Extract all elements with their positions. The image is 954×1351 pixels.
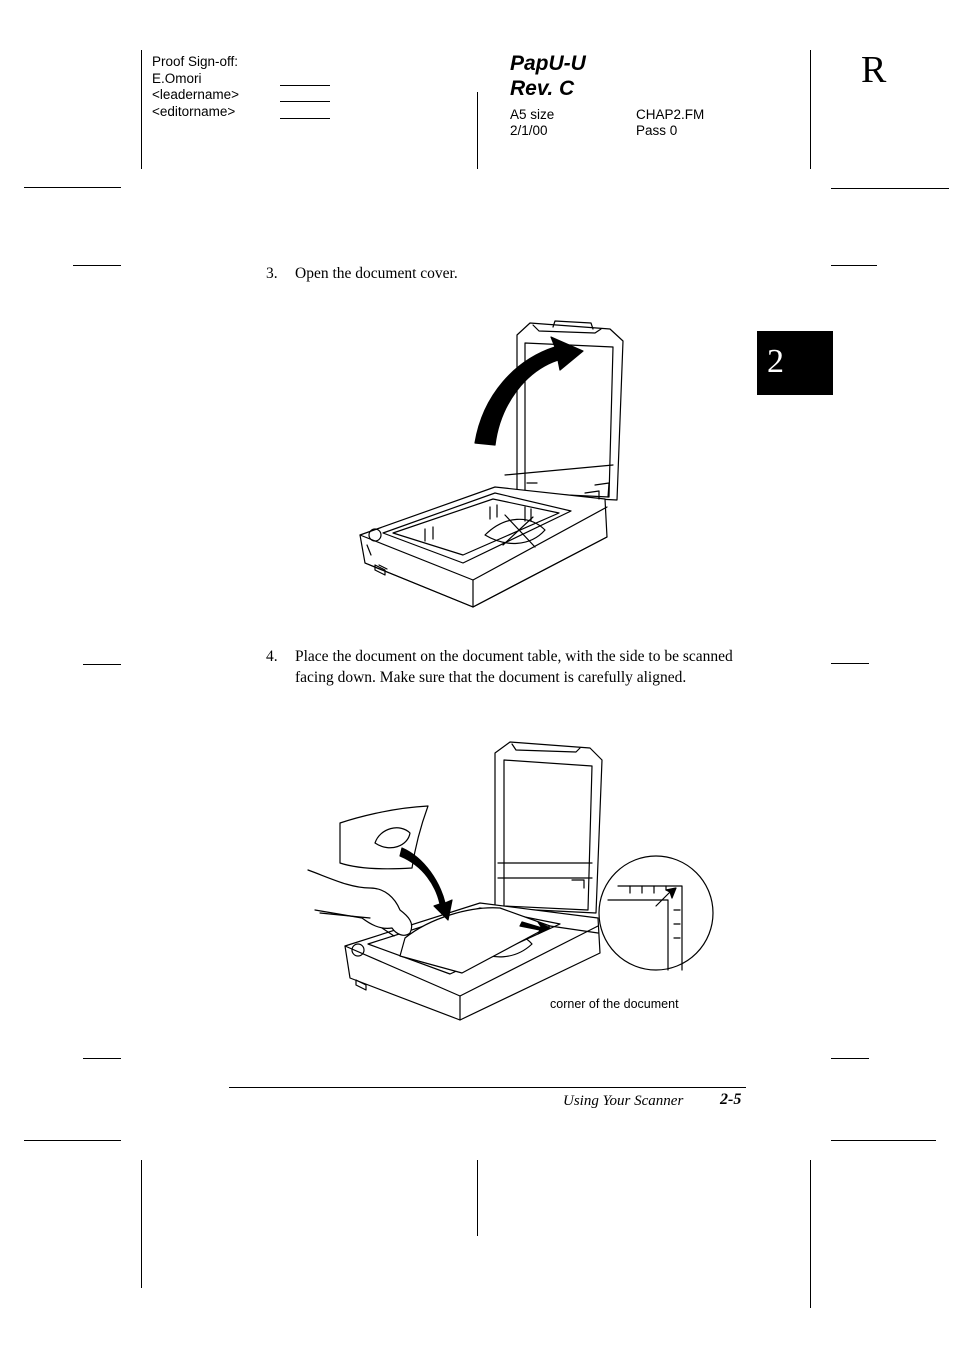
document-sheet [400,908,550,973]
footer-title: Using Your Scanner [563,1093,684,1109]
scanner-lid [505,321,623,500]
crop-mark [831,1058,869,1059]
step-text: Open the document cover. [295,265,458,282]
signoff-blank [280,85,330,86]
step-text: Place the document on the document table… [295,648,733,686]
crop-mark [831,663,869,664]
registration-mark: R [861,49,887,91]
figure-open-cover [355,315,655,615]
align-arrow-icon [520,922,550,934]
arrow-open-icon [475,337,583,445]
crop-mark [831,188,949,189]
proof-label: Proof Sign-off: [152,54,239,69]
product-name: PapU-U [510,52,586,75]
chapter-tab: 2 [757,331,833,395]
figure-place-document [300,738,720,1028]
scanner-base [360,487,607,607]
meta-filename: CHAP2.FM [636,107,705,122]
chapter-number: 2 [767,343,784,380]
meta-size: A5 size [510,107,555,122]
crop-mark [83,664,121,665]
proof-name-omori: E.Omori [152,70,202,86]
crop-mark [810,1160,811,1308]
crop-mark [831,265,877,266]
arrow-place-icon [400,848,452,920]
scanner-lid [495,742,602,913]
product-title: PapU-U Rev. C [510,51,586,101]
step-number: 3. [266,265,278,282]
crop-mark [24,1140,121,1141]
crop-mark [73,265,121,266]
crop-mark [831,1140,936,1141]
crop-mark [477,1160,478,1236]
meta-date: 2/1/00 [510,123,548,138]
proof-name-editor: <editorname> [152,103,236,119]
crop-mark [810,50,811,169]
meta-pass: Pass 0 [636,123,678,138]
signoff-blank [280,101,330,102]
hand [308,870,412,935]
crop-mark [24,187,121,188]
proof-signoff: Proof Sign-off: E.Omori <leadername> <ed… [152,54,239,120]
page-number: 2-5 [720,1091,742,1108]
crop-mark [477,92,478,169]
crop-mark [141,1160,142,1288]
signoff-blank [280,118,330,119]
revision: Rev. C [510,77,575,100]
step-number: 4. [266,648,278,665]
crop-mark [141,50,142,169]
footer-rule [229,1087,746,1088]
crop-mark [83,1058,121,1059]
figure-caption: corner of the document [550,997,679,1011]
magnifier-inset [550,856,713,970]
proof-name-leader: <leadername> [152,87,240,102]
